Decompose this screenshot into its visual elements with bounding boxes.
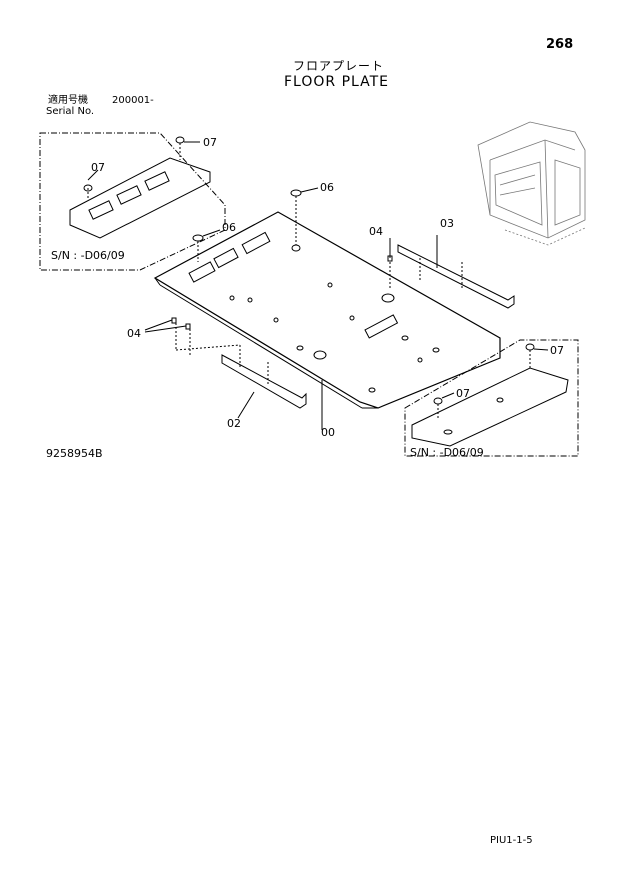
- callout-07-left-inner: 07: [91, 161, 105, 174]
- page-number: 268: [546, 37, 574, 52]
- inset-left-hole-3: [144, 171, 170, 191]
- callout-06-main: 06: [320, 181, 334, 194]
- callout-07-right-top: 07: [550, 344, 564, 357]
- callout-07-left-top: 07: [203, 136, 217, 149]
- callout-06-second: 06: [222, 221, 236, 234]
- serial-note-left: S/N : -D06/09: [51, 249, 125, 262]
- inset-left-hole-1: [88, 200, 114, 220]
- inset-left-plate: [69, 157, 211, 239]
- drawing-number: 9258954B: [46, 447, 103, 460]
- serial-label-japanese: 適用号機: [48, 95, 88, 106]
- inset-left-plug: [83, 184, 93, 192]
- cab-locator-icon: [477, 121, 586, 246]
- inset-left-frame: [39, 132, 226, 271]
- cap-06-main: [290, 189, 302, 197]
- inset-right-plate: [411, 367, 569, 447]
- inset-right-frame: [404, 339, 579, 457]
- page-title: FLOOR PLATE: [284, 74, 390, 90]
- main-floor-plate: [153, 211, 501, 409]
- callout-04-right: 04: [369, 225, 383, 238]
- serial-value: 200001-: [112, 95, 154, 106]
- inset-left-top-plug: [175, 136, 185, 144]
- callout-07-right-inner: 07: [456, 387, 470, 400]
- callout-03: 03: [440, 217, 454, 230]
- serial-note-right: S/N : -D06/09: [410, 446, 484, 459]
- footer-code: PIU1-1-5: [490, 835, 533, 846]
- callout-00: 00: [321, 426, 335, 439]
- callout-04-left: 04: [127, 327, 141, 340]
- bracket-03: [397, 244, 515, 309]
- serial-label-english: Serial No.: [46, 106, 95, 117]
- inset-right-top-plug: [525, 343, 535, 351]
- callout-02: 02: [227, 417, 241, 430]
- bracket-02: [221, 354, 307, 409]
- inset-right-plug: [433, 397, 443, 405]
- inset-left-hole-2: [116, 185, 142, 205]
- cap-06-second: [192, 234, 204, 242]
- title-japanese: フロアプレート: [293, 59, 385, 73]
